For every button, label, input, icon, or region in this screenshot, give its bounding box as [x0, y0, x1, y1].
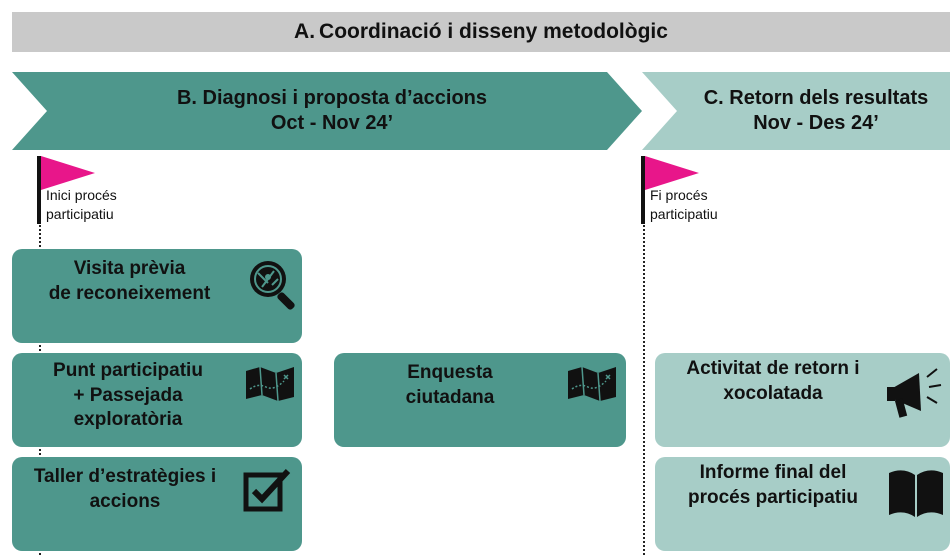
- card-taller: Taller d’estratègies i accions: [12, 457, 302, 551]
- card-activitat-title: Activitat de retorn i xocolatada: [686, 358, 860, 404]
- phase-c-dates: Nov - Des 24’: [753, 112, 879, 134]
- phase-c-heading: C. Retorn dels resultats: [704, 86, 929, 111]
- phase-a-title: Coordinació i disseny metodològic: [319, 20, 668, 43]
- card-punt-participatiu: Punt participatiu + Passejada exploratòr…: [12, 353, 302, 447]
- card-punt-title: Punt participatiu + Passejada exploratòr…: [53, 360, 203, 431]
- phase-a-letter: A.: [294, 20, 316, 43]
- phase-b-dates: Oct - Nov 24’: [270, 112, 394, 134]
- folded-map-icon: [246, 366, 294, 401]
- card-taller-title: Taller d’estratègies i accions: [33, 466, 217, 512]
- phase-b-title: Diagnosi i proposta d’accions: [202, 87, 488, 109]
- card-enquesta-title: Enquesta ciutadana: [405, 362, 495, 408]
- phase-c-arrow: C. Retorn dels resultats Nov - Des 24’: [642, 72, 950, 150]
- card-visita-previa: Visita prèvia de reconeixement: [12, 249, 302, 343]
- phase-c-title: Retorn dels resultats: [729, 87, 929, 109]
- end-milestone-label: Fi procés participatiu: [650, 187, 718, 222]
- phase-c-letter: C.: [703, 87, 724, 109]
- end-flag-pole: [641, 156, 645, 224]
- card-activitat-retorn: Activitat de retorn i xocolatada: [655, 353, 950, 447]
- start-flag-icon: [41, 156, 95, 190]
- end-timeline-line: [643, 222, 645, 555]
- phase-b-arrow: B. Diagnosi i proposta d’accions Oct - N…: [12, 72, 642, 150]
- magnifier-map-icon: [250, 261, 295, 310]
- start-flag-pole: [37, 156, 41, 224]
- open-book-icon: [889, 470, 943, 517]
- folded-map-icon: [568, 366, 616, 401]
- phase-b-heading: B. Diagnosi i proposta d’accions: [177, 86, 487, 111]
- card-informe-final: Informe final del procés participatiu: [655, 457, 950, 551]
- phase-a-band: A. Coordinació i disseny metodològic: [12, 12, 950, 52]
- start-milestone-label: Inici procés participatiu: [46, 187, 117, 222]
- checkbox-icon: [243, 468, 291, 512]
- megaphone-icon: [887, 368, 942, 418]
- end-flag-icon: [645, 156, 699, 190]
- phase-b-letter: B.: [176, 87, 197, 109]
- card-enquesta: Enquesta ciutadana: [334, 353, 626, 447]
- card-informe-title: Informe final del procés participatiu: [688, 462, 858, 508]
- card-visita-title: Visita prèvia de reconeixement: [48, 258, 211, 304]
